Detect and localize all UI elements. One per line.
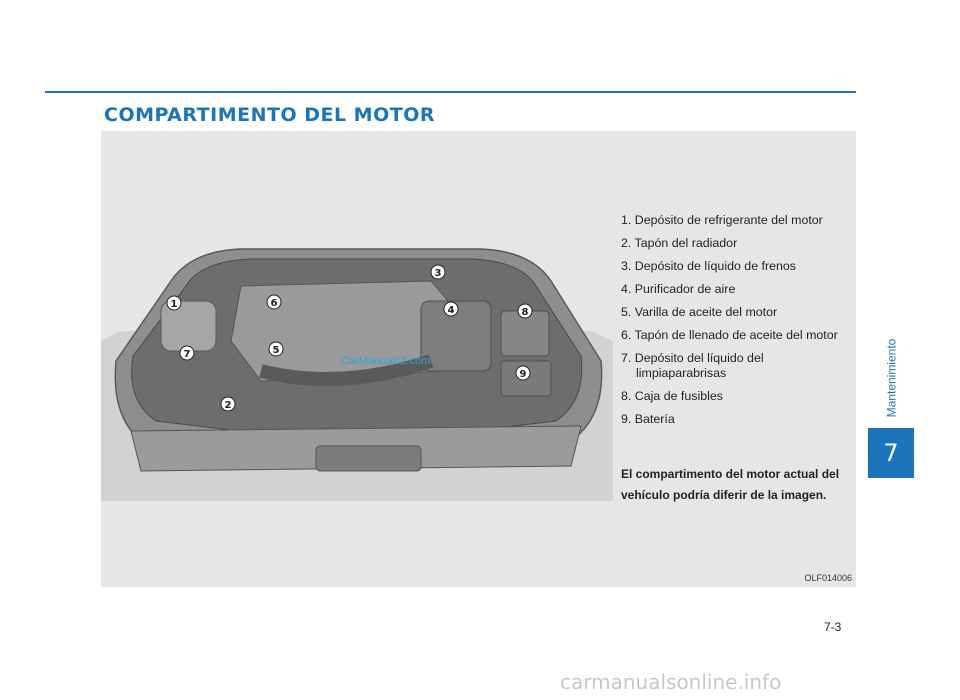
- legend-item: 2. Tapón del radiador: [621, 236, 853, 251]
- legend-item: 3. Depósito de líquido de frenos: [621, 259, 853, 274]
- footer-watermark: carmanualsonline.info: [560, 670, 782, 694]
- callout-8: 8: [522, 307, 529, 318]
- callout-9: 9: [520, 369, 527, 380]
- callout-2: 2: [225, 400, 232, 411]
- legend-item-text: 7. Depósito del líquido del: [621, 351, 764, 365]
- figure-watermark: CarManuals2.com: [341, 355, 431, 367]
- legend-item-text: 9. Batería: [621, 412, 675, 426]
- callout-3: 3: [435, 268, 442, 279]
- component-legend: 1. Depósito de refrigerante del motor 2.…: [621, 213, 853, 435]
- top-rule: [45, 91, 856, 93]
- section-side-label-text: Mantenimiento: [884, 338, 898, 418]
- callout-6: 6: [271, 298, 278, 309]
- legend-item-text: 4. Purificador de aire: [621, 282, 736, 296]
- legend-item-text: 5. Varilla de aceite del motor: [621, 305, 778, 319]
- figure-code: OLF014006: [804, 573, 852, 583]
- legend-item-text: 2. Tapón del radiador: [621, 236, 738, 250]
- engine-compartment-illustration: 1 2 3 4 5 6 7 8 9: [101, 248, 613, 501]
- legend-item: 5. Varilla de aceite del motor: [621, 305, 853, 320]
- legend-item: 9. Batería: [621, 412, 853, 427]
- section-side-label: Mantenimiento: [868, 330, 914, 426]
- legend-item: 8. Caja de fusibles: [621, 389, 853, 404]
- section-title: COMPARTIMENTO DEL MOTOR: [104, 104, 435, 126]
- callout-1: 1: [171, 299, 178, 310]
- legend-item-text: 1. Depósito de refrigerante del motor: [621, 213, 823, 227]
- callout-7: 7: [184, 349, 191, 360]
- legend-item: 6. Tapón de llenado de aceite del motor: [621, 328, 853, 343]
- legend-item-text: 6. Tapón de llenado de aceite del motor: [621, 328, 838, 342]
- page-number: 7-3: [824, 620, 842, 634]
- legend-item-continuation: limpiaparabrisas: [636, 366, 727, 380]
- chapter-tab: 7: [868, 428, 914, 478]
- legend-item-text: 3. Depósito de líquido de frenos: [621, 259, 796, 273]
- legend-item: 4. Purificador de aire: [621, 282, 853, 297]
- callout-4: 4: [448, 305, 455, 316]
- engine-figure: 1 2 3 4 5 6 7 8 9 CarManuals2.com 1. Dep…: [101, 131, 856, 587]
- legend-item: 1. Depósito de refrigerante del motor: [621, 213, 853, 228]
- callout-5: 5: [273, 345, 280, 356]
- figure-note: El compartimento del motor actual del ve…: [621, 467, 840, 502]
- legend-item-text: 8. Caja de fusibles: [621, 389, 723, 403]
